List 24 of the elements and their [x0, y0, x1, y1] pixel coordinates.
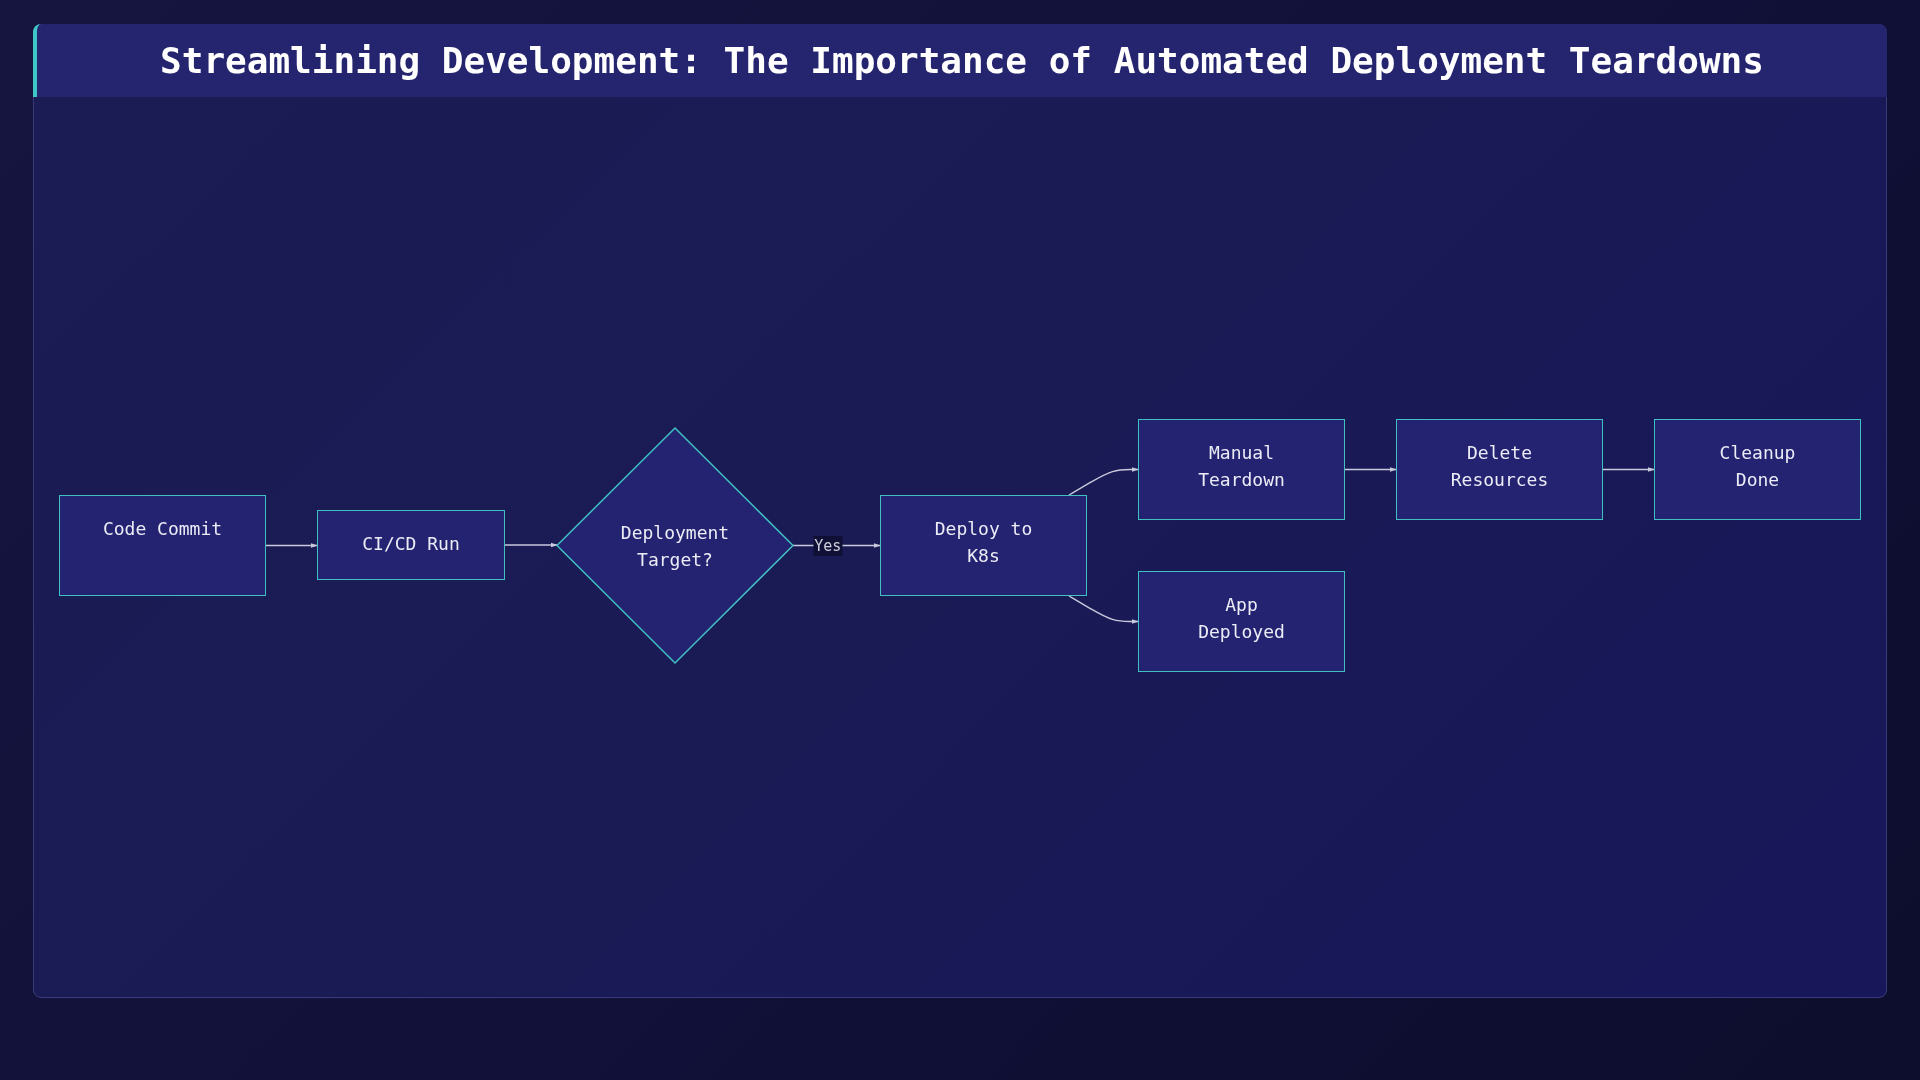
- arrow: [1602, 467, 1655, 472]
- arrow: [265, 543, 318, 548]
- process-box: [1654, 419, 1861, 520]
- arrow: [1068, 595, 1139, 624]
- node-label: Code Commit: [101, 517, 224, 541]
- process-box: [880, 495, 1087, 596]
- process-box: [317, 510, 505, 580]
- node-label: Delete Resources: [1449, 441, 1550, 492]
- node-label: Deploy to K8s: [933, 517, 1034, 568]
- node-label: Manual Teardown: [1197, 441, 1286, 492]
- node-label: CI/CD Run: [361, 532, 461, 556]
- process-box: [1138, 571, 1345, 672]
- node-label: App Deployed: [1197, 593, 1286, 644]
- decision-diamond: [557, 428, 793, 663]
- process-box: [59, 495, 266, 596]
- arrow: [1068, 467, 1139, 496]
- diagram-title: Streamlining Development: The Importance of Automated Deployment Teardowns: [160, 38, 1764, 83]
- arrow: [1344, 467, 1397, 472]
- process-box: [1396, 419, 1603, 520]
- node-label: Deployment Target?: [619, 520, 731, 572]
- edge-label: Yes: [813, 535, 843, 556]
- node-label: Cleanup Done: [1718, 441, 1797, 492]
- process-box: [1138, 419, 1345, 520]
- arrow: [504, 542, 558, 548]
